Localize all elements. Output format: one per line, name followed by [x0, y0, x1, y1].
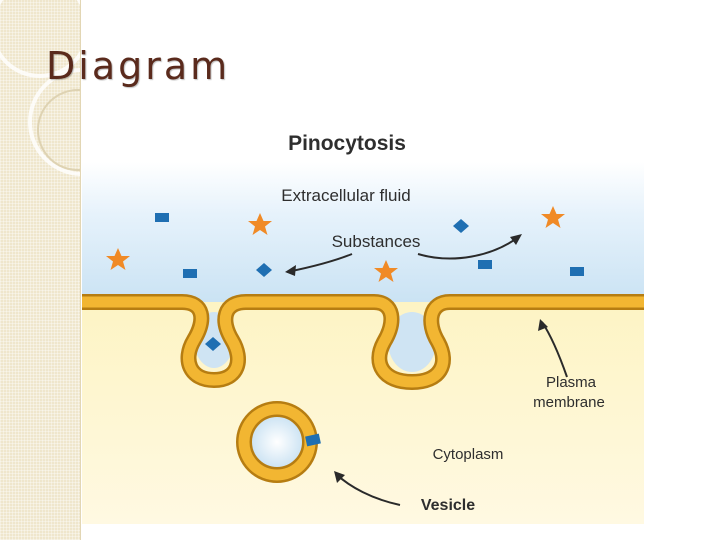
- substance-stars: [106, 206, 565, 282]
- arrow-substances-right: [417, 235, 521, 260]
- arrowhead-substances-right: [510, 234, 522, 245]
- plasma-membrane: [82, 296, 644, 388]
- slide-title: Diagram: [46, 44, 231, 88]
- star-marker: [374, 260, 398, 282]
- arrow-heads: [285, 234, 548, 483]
- pinocytosis-diagram: Pinocytosis Extracellular fluid Substanc…: [82, 112, 644, 524]
- particle-square: [155, 213, 169, 222]
- arrowhead-substances-left: [285, 265, 296, 276]
- label-substances: Substances: [332, 232, 421, 251]
- label-extracellular-fluid: Extracellular fluid: [281, 186, 410, 205]
- label-vesicle: Vesicle: [421, 497, 475, 514]
- particle-diamond: [256, 263, 272, 277]
- decorative-circles: [0, 0, 80, 176]
- substance-particles: [155, 213, 584, 351]
- label-membrane: membrane: [533, 394, 605, 411]
- decorative-side-strip: [0, 0, 81, 540]
- diagram-title: Pinocytosis: [288, 132, 406, 155]
- cytoplasm-region: [82, 302, 644, 524]
- particle-diamond: [205, 337, 221, 351]
- particle-square: [570, 267, 584, 276]
- particle-diamond: [453, 219, 469, 233]
- arrowhead-vesicle: [334, 471, 345, 483]
- particle-square: [478, 260, 492, 269]
- star-marker: [106, 248, 130, 270]
- label-cytoplasm: Cytoplasm: [433, 446, 504, 463]
- vesicle-particle: [305, 433, 321, 447]
- particle-square: [183, 269, 197, 278]
- star-marker: [248, 213, 272, 235]
- star-marker: [541, 206, 565, 228]
- extracellular-fluid-region: [82, 162, 644, 312]
- label-plasma: Plasma: [546, 374, 597, 391]
- arrowhead-plasma-membrane: [538, 319, 548, 331]
